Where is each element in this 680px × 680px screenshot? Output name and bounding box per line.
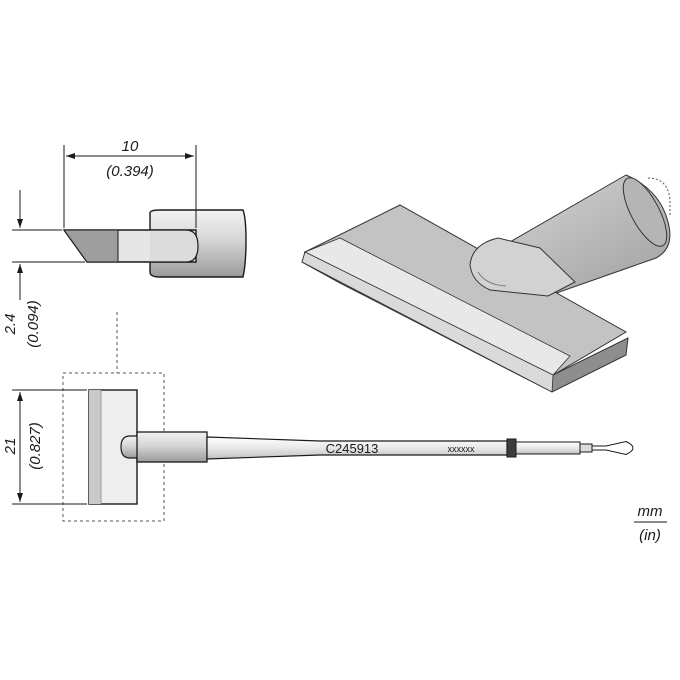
units-imperial-label: (in): [639, 527, 661, 544]
dimension-width: 21 (0.827): [2, 389, 87, 505]
isometric-view-tip: [301, 174, 671, 393]
thickness-inch-label: (0.094): [25, 300, 42, 348]
dimension-thickness: 2.4 (0.094): [2, 190, 85, 348]
serial-marking-label: xxxxxx: [448, 444, 476, 454]
thickness-mm-label: 2.4: [2, 314, 19, 336]
units-legend: mm (in): [634, 503, 667, 544]
length-mm-label: 10: [122, 138, 139, 155]
width-mm-label: 21: [2, 438, 19, 456]
width-inch-label: (0.827): [27, 422, 44, 470]
part-number-label: C245913: [326, 441, 379, 456]
front-view-tip: C245913 xxxxxx: [88, 389, 634, 505]
units-metric-label: mm: [638, 503, 663, 520]
dimension-length: 10 (0.394): [63, 138, 197, 228]
length-inch-label: (0.394): [106, 163, 154, 180]
side-view-tip: [62, 209, 247, 278]
